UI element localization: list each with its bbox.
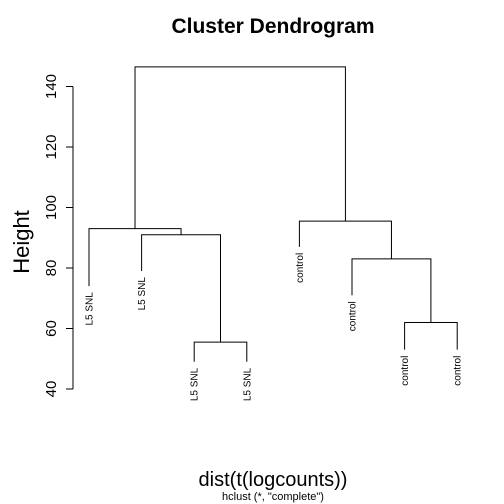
y-axis-title: Height: [9, 210, 34, 274]
leaf-label: L5 SNL: [242, 367, 253, 401]
chart-title: Cluster Dendrogram: [171, 15, 374, 38]
merge-branch-2: [404, 321, 458, 350]
y-axis: 40 60 80 100 120 140: [43, 74, 74, 398]
leaf-label: L5 SNL: [190, 367, 201, 401]
merge-branch-1: [193, 341, 248, 362]
y-tick-label: 140: [43, 74, 60, 99]
merge-branch-6: [298, 220, 392, 259]
y-tick-label: 100: [43, 195, 60, 220]
merge-branch-7: [134, 66, 346, 229]
merge-branch-4: [141, 234, 221, 343]
y-tick-label: 120: [43, 134, 60, 159]
merge-branch-5: [88, 228, 182, 287]
y-tick-label: 80: [43, 260, 60, 277]
x-axis-title: dist(t(logcounts)): [199, 469, 348, 491]
leaf-label: L5 SNL: [137, 277, 148, 311]
leaf-label: control: [295, 253, 306, 283]
leaf-label: control: [453, 356, 464, 386]
leaf-labels: L5 SNL L5 SNL L5 SNL L5 SNL control control co…: [85, 253, 464, 401]
y-tick-label: 60: [43, 320, 60, 337]
merge-branch-3: [351, 258, 432, 323]
chart-subtitle: hclust (*, "complete"): [222, 491, 324, 503]
dendrogram-tree: [88, 66, 458, 362]
y-tick-label: 40: [43, 381, 60, 398]
leaf-label: L5 SNL: [85, 292, 96, 326]
leaf-label: control: [400, 356, 411, 386]
leaf-label: control: [348, 301, 359, 331]
